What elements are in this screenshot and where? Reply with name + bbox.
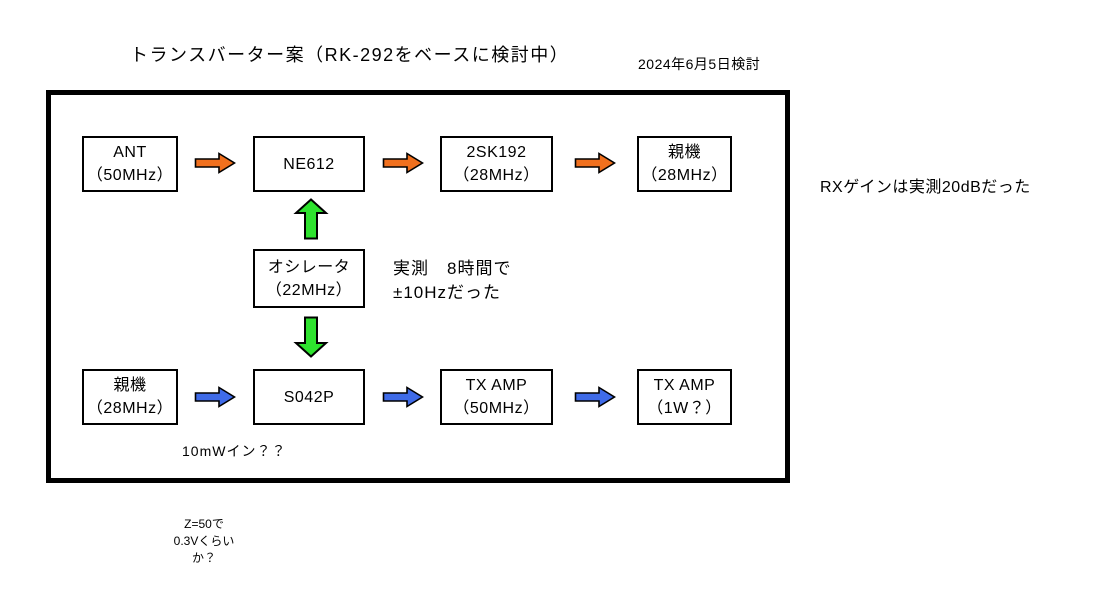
blue-right-arrow-icon	[574, 386, 616, 408]
blue-right-arrow-icon	[194, 386, 236, 408]
voltage-note: Z=50で 0.3Vくらい か？	[148, 516, 260, 567]
green-down-arrow-icon	[293, 316, 329, 358]
block-label: NE612	[283, 155, 335, 173]
oscillator-drift-line1: 実測 8時間で	[393, 259, 512, 278]
block-sublabel: （22MHz）	[265, 281, 353, 299]
block-sublabel: （28MHz）	[641, 167, 728, 184]
rx-gain-note: RXゲインは実測20dBだった	[820, 179, 1031, 196]
block-sublabel: （28MHz）	[86, 400, 174, 417]
green-up-arrow-icon	[293, 198, 329, 240]
block-sublabel: （28MHz）	[453, 167, 540, 184]
orange-right-arrow-icon	[574, 152, 616, 174]
block-ne612-mixer: NE612	[253, 136, 365, 192]
block-sublabel: （50MHz）	[86, 167, 174, 184]
block-label: オシレータ	[267, 258, 351, 276]
blue-right-arrow-icon	[382, 386, 424, 408]
voltage-note-line2: 0.3Vくらい	[173, 534, 235, 548]
block-antenna: ANT （50MHz）	[82, 136, 178, 192]
oscillator-drift-line2: ±10Hzだった	[393, 283, 502, 302]
block-rx-parent-rig: 親機 （28MHz）	[637, 136, 732, 192]
block-label: TX AMP	[653, 377, 716, 394]
block-sublabel: （1W？）	[647, 400, 722, 417]
block-oscillator: オシレータ （22MHz）	[253, 249, 365, 308]
block-label: 2SK192	[466, 144, 527, 161]
block-tx-amp-1w: TX AMP （1W？）	[637, 369, 732, 425]
block-label: S042P	[283, 388, 335, 406]
block-tx-amp-50mhz: TX AMP （50MHz）	[440, 369, 553, 425]
orange-right-arrow-icon	[194, 152, 236, 174]
voltage-note-line3: か？	[191, 551, 216, 565]
oscillator-drift-note: 実測 8時間で ±10Hzだった	[393, 257, 511, 305]
tx-input-note: 10mWイン？？	[182, 443, 287, 459]
block-label: 親機	[113, 377, 147, 394]
block-label: TX AMP	[465, 377, 528, 394]
block-label: ANT	[113, 144, 147, 161]
block-s042p-mixer: S042P	[253, 369, 365, 425]
page-title: トランスバーター案（RK-292をベースに検討中）	[130, 45, 570, 65]
block-sublabel: （50MHz）	[453, 400, 540, 417]
orange-right-arrow-icon	[382, 152, 424, 174]
diagram-frame	[46, 90, 790, 483]
block-2sk192-amp: 2SK192 （28MHz）	[440, 136, 553, 192]
block-label: 親機	[667, 144, 701, 161]
voltage-note-line1: Z=50で	[184, 517, 224, 531]
block-tx-parent-rig: 親機 （28MHz）	[82, 369, 178, 425]
review-date: 2024年6月5日検討	[638, 56, 761, 72]
